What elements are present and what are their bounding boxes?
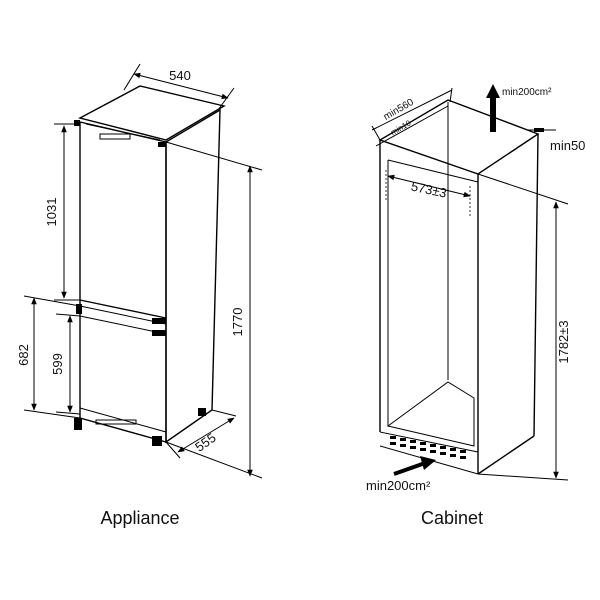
dim-height-1782: 1782±3	[477, 173, 571, 481]
dim-upper-1031: 1031	[44, 123, 80, 301]
appliance-body	[74, 85, 226, 446]
depth-label: 555	[192, 430, 218, 455]
lower-outer-label: 682	[16, 344, 31, 366]
height-label: 1770	[230, 308, 245, 337]
depth-min-label: min560	[382, 97, 416, 123]
dim-width-540: 540	[123, 63, 235, 111]
dim-gap-min50: min50	[528, 128, 585, 153]
appliance-caption: Appliance	[100, 508, 179, 528]
dim-height-1770: 1770	[165, 141, 263, 479]
dim-lower-682: 682	[16, 295, 81, 419]
gap-min-label: min50	[550, 138, 585, 153]
cabinet-caption: Cabinet	[421, 508, 483, 528]
vent-bottom-label: min200cm²	[366, 478, 431, 493]
vent-bottom-arrow-icon	[393, 456, 436, 476]
upper-label: 1031	[44, 198, 59, 227]
inner-width-label: 573±3	[410, 179, 448, 201]
vent-top-label: min200cm²	[502, 87, 552, 98]
vent-top-arrow-icon	[486, 84, 500, 132]
appliance-drawing: 540 555 1770 1031 682	[16, 63, 263, 528]
vent-grille	[390, 436, 466, 459]
cabinet-body	[378, 99, 540, 475]
cabinet-drawing: min200cm² min560 min10 min50 573±3 1782±…	[366, 84, 585, 528]
dim-lower-599: 599	[50, 313, 81, 415]
lower-inner-label: 599	[50, 353, 65, 375]
dim-inner-width: 573±3	[387, 174, 471, 201]
width-label: 540	[169, 68, 191, 83]
cabinet-height-label: 1782±3	[556, 320, 571, 363]
